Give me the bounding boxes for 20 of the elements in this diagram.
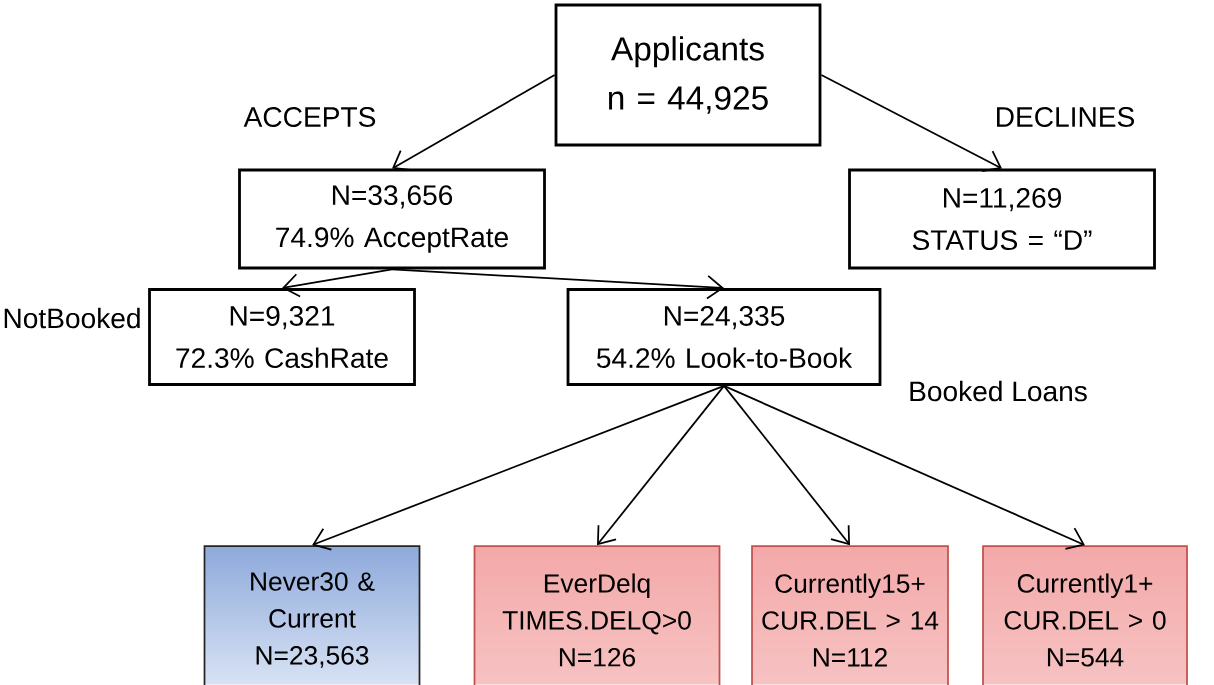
process-box: N=33,656 74.9% AcceptRate bbox=[238, 168, 546, 270]
outcome-box: Currently15+ CUR.DEL > 14 N=112 bbox=[751, 545, 949, 685]
arrow bbox=[312, 385, 725, 551]
branch-label: DECLINES bbox=[997, 107, 1135, 127]
arrow bbox=[597, 385, 725, 546]
branch-label: Booked Loans bbox=[910, 380, 1087, 402]
process-box: Applicants n = 44,925 bbox=[554, 3, 822, 147]
arrow bbox=[391, 268, 724, 300]
arrow bbox=[392, 74, 556, 171]
process-box: N=24,335 54.2% Look-to-Book bbox=[566, 288, 882, 386]
arrow bbox=[820, 74, 1002, 172]
arrow bbox=[282, 268, 393, 298]
process-box: N=11,269 STATUS = “D” bbox=[848, 168, 1156, 270]
arrow bbox=[723, 385, 1085, 550]
branch-label: ACCEPTS bbox=[243, 107, 376, 127]
process-box: N=9,321 72.3% CashRate bbox=[148, 288, 416, 386]
outcome-box: EverDelq TIMES.DELQ>0 N=126 bbox=[473, 545, 721, 685]
outcome-box: Currently1+ CUR.DEL > 0 N=544 bbox=[982, 545, 1188, 685]
arrow bbox=[723, 385, 850, 546]
outcome-box: Never30 & Current N=23,563 bbox=[203, 545, 421, 685]
